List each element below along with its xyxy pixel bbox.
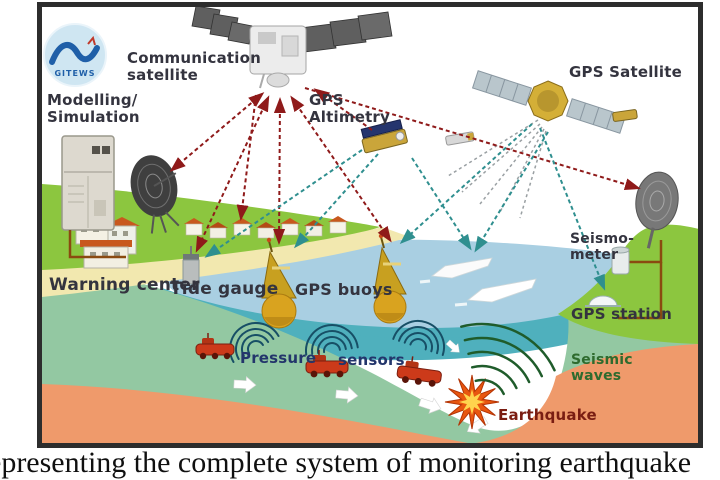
gitews-logo-text: GITEWS (54, 69, 96, 78)
label-warning-center: Warning center (49, 275, 200, 295)
label-gps-station: GPS station (571, 305, 673, 323)
label-pressure: Pressure (240, 349, 317, 367)
label-gps-buoys: GPS buoys (295, 280, 393, 299)
seabed-arrows (233, 339, 489, 434)
dish-antenna-left-icon (130, 155, 180, 234)
right-landmass (558, 224, 698, 344)
acoustic-wave-arcs (229, 320, 445, 363)
label-seismometer: Seismo- meter (570, 231, 635, 263)
teal-link-arrows (204, 123, 606, 291)
gps-satellite-icon (471, 70, 627, 134)
label-gps-satellite: GPS Satellite (569, 63, 682, 81)
label-tide-gauge: Tide gauge (170, 279, 279, 299)
server-rack-icon (61, 135, 115, 231)
tide-gauge-icon (182, 246, 200, 285)
label-earthquake: Earthquake (498, 406, 597, 424)
small-satellite-icon (612, 109, 638, 122)
gps-buoy-icon (373, 233, 407, 324)
label-communication-satellite: Communication satellite (127, 49, 261, 84)
pressure-sensor-icon (396, 356, 442, 387)
figure-caption: epresenting the complete system of monit… (0, 446, 692, 479)
gps-station-dome-icon (585, 295, 621, 307)
seafloor-slope (42, 262, 698, 443)
label-gps-altimetry: GPS Altimetry (309, 91, 391, 126)
pressure-sensor-icon (195, 333, 235, 360)
label-seismic-waves: Seismic waves (571, 352, 633, 384)
cable-lines (68, 230, 663, 320)
label-modelling-simulation: Modelling/ Simulation (47, 91, 140, 126)
communication-satellite-icon (191, 7, 393, 89)
red-link-arrows (169, 87, 641, 253)
mantle-crust (42, 344, 698, 443)
pressure-sensor-icon (305, 350, 349, 378)
ship-icon (419, 257, 537, 307)
small-satellite-icon (445, 131, 475, 146)
earthquake-burst-icon (444, 374, 500, 430)
gitews-logo (43, 23, 107, 87)
seismometer-icon (611, 246, 630, 275)
seismic-wave-arcs (460, 322, 556, 396)
label-sensors: sensors (338, 351, 405, 369)
